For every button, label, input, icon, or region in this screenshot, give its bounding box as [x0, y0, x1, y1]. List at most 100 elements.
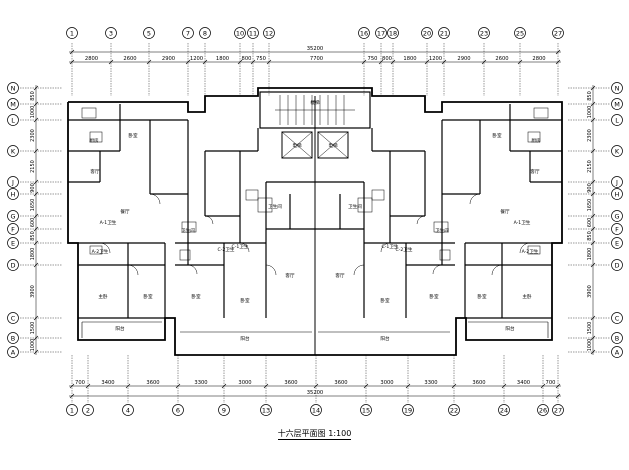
right-dim-tick [590, 117, 596, 123]
axis-label-right: K [615, 148, 620, 156]
left-dim-tick [33, 349, 39, 355]
axis-label-left: N [11, 85, 16, 93]
room-bedroom-n-mirror: 卧室 [492, 132, 502, 139]
unit-tag-mirror: A-1卫生 [514, 219, 531, 226]
axis-label-top: 7 [186, 30, 190, 38]
right-dim-label: 850 [587, 231, 593, 241]
room-bedroom-n: 卧室 [128, 132, 138, 139]
left-dim-tick [33, 240, 39, 246]
right-dim-label: 1500 [587, 322, 593, 335]
room-master: 主卧 [98, 293, 108, 300]
axis-bubble-top [387, 27, 399, 39]
right-dim-tick [590, 179, 596, 185]
left-dim-tick [33, 117, 39, 123]
axis-bubble-right [611, 114, 623, 126]
axis-bubble-bottom [172, 404, 184, 416]
top-dim-label: 2900 [457, 56, 470, 62]
top-dim-tick [361, 59, 367, 65]
top-dim-label: 1800 [403, 56, 416, 62]
top-dim-tick [441, 59, 447, 65]
right-dim-label: 900 [587, 183, 593, 193]
bottom-dim-label: 3400 [101, 380, 114, 386]
right-dim-label: 600 [587, 218, 593, 228]
room-bedroom-mid-mirror: 卧室 [429, 293, 439, 300]
axis-bubble-top [143, 27, 155, 39]
left-dim-tick [33, 213, 39, 219]
bottom-dim-label: 700 [75, 380, 85, 386]
axis-label-left: K [11, 148, 16, 156]
bottom-dim-tick [125, 383, 131, 389]
axis-label-left: J [11, 179, 14, 187]
bottom-dim-tick [263, 383, 269, 389]
axis-label-top: 11 [249, 30, 257, 38]
unit-tag: C-2卫生 [218, 246, 235, 253]
bottom-dim-label: 3600 [146, 380, 159, 386]
left-dim-tick [33, 335, 39, 341]
axis-label-top: 16 [360, 30, 368, 38]
door-swing [491, 264, 503, 276]
axis-label-top: 25 [516, 30, 524, 38]
axis-label-bottom: 6 [176, 407, 180, 415]
top-dim-label: 2800 [532, 56, 545, 62]
right-dim-label: 2150 [587, 160, 593, 173]
axis-bubble-left [7, 82, 19, 94]
axis-bubble-bottom [218, 404, 230, 416]
axis-label-top: 18 [389, 30, 397, 38]
axis-label-left: A [11, 349, 16, 357]
axis-bubble-bottom [360, 404, 372, 416]
axis-bubble-right [611, 82, 623, 94]
left-dim-label: 1650 [30, 199, 36, 212]
left-dim-label: 900 [30, 183, 36, 193]
top-dim-label: 1200 [190, 56, 203, 62]
room-labels: 卧室卧室厨房厨房客厅客厅餐厅餐厅主卧主卧卧室卧室阳台阳台卫生间卫生间卧室卧室客厅… [89, 99, 541, 342]
axis-bubble-top [375, 27, 387, 39]
top-total-label: 35200 [307, 46, 324, 52]
axis-bubble-left [7, 210, 19, 222]
right-dim-tick [590, 262, 596, 268]
top-total-tick [555, 49, 561, 55]
left-dim-tick [33, 315, 39, 321]
left-dim-label: 2150 [30, 160, 36, 173]
axis-bubble-left [7, 176, 19, 188]
top-dim-label: 2800 [85, 56, 98, 62]
axis-label-top: 23 [480, 30, 488, 38]
bottom-dim-label: 3400 [517, 380, 530, 386]
axis-bubble-left [7, 312, 19, 324]
room-balcony-2-mirror: 阳台 [380, 335, 390, 342]
axis-bubble-bottom [260, 404, 272, 416]
axis-bubble-left [7, 346, 19, 358]
top-dim-label: 1800 [216, 56, 229, 62]
fixture [89, 245, 103, 255]
lift-cross [281, 131, 313, 159]
left-dim-label: 1800 [30, 248, 36, 261]
fixture [245, 189, 259, 201]
bottom-dim-tick [175, 383, 181, 389]
left-dim-label: 1000 [30, 339, 36, 352]
axis-label-right: A [615, 349, 620, 357]
axis-label-bottom: 2 [86, 407, 90, 415]
axis-label-right: H [615, 191, 620, 199]
fixture [257, 197, 273, 213]
fixture [357, 197, 373, 213]
fixture [89, 131, 103, 143]
bottom-dim-tick [313, 383, 319, 389]
axis-label-right: G [614, 213, 619, 221]
room-living-2: 客厅 [285, 272, 295, 279]
room-master-mirror: 主卧 [522, 293, 532, 300]
fixture [179, 249, 191, 261]
axis-label-top: 10 [236, 30, 244, 38]
top-dim-tick [237, 59, 243, 65]
axis-label-left: C [11, 315, 16, 323]
axis-bubble-bottom [402, 404, 414, 416]
axis-bubble-right [611, 259, 623, 271]
top-dim-tick [266, 59, 272, 65]
top-dim-label: 750 [256, 56, 266, 62]
axis-label-right: E [615, 240, 619, 248]
door-swing [127, 264, 139, 276]
bottom-dim-label: 3000 [380, 380, 393, 386]
top-dim-tick [555, 59, 561, 65]
unit-tag: C-1卫生 [232, 243, 249, 250]
axis-bubble-bottom [122, 404, 134, 416]
axis-bubble-top [234, 27, 246, 39]
